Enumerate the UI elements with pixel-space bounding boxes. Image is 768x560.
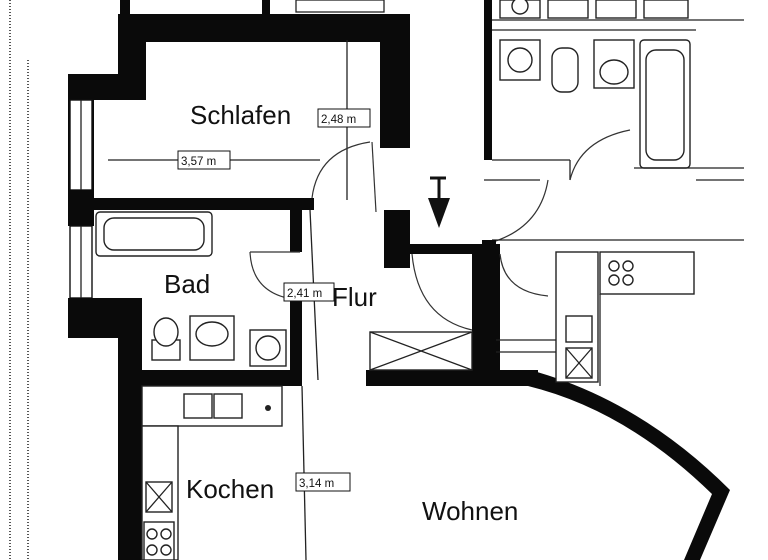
room-wohnen: Wohnen — [422, 496, 518, 526]
dimension-schlafen-width: 2,48 m — [321, 114, 356, 126]
room-label-schlafen: Schlafen — [190, 100, 291, 130]
wardrobe — [369, 331, 473, 371]
entrance-door — [411, 253, 473, 331]
room-label-wohnen: Wohnen — [422, 496, 518, 526]
toilet — [151, 317, 181, 361]
dimension-kochen-length: 3,14 m — [299, 478, 334, 490]
washing-machine — [249, 329, 287, 367]
kitchen-stove — [143, 521, 175, 560]
room-bad: Bad — [95, 211, 301, 367]
room-flur: 2,41 m Flur — [283, 176, 473, 381]
schlafen-door — [311, 141, 371, 199]
room-label-flur: Flur — [332, 282, 377, 312]
room-schlafen: Schlafen 2,48 m 3,57 m — [108, 40, 377, 213]
neighbor-unit — [482, 0, 744, 386]
kitchen-appliance — [145, 481, 173, 513]
dimension-schlafen-length: 3,57 m — [181, 156, 216, 168]
dimension-flur-width: 2,41 m — [287, 288, 322, 300]
room-label-kochen: Kochen — [186, 474, 274, 504]
upper-unit-fragment — [120, 0, 385, 14]
neighbor-kitchen — [555, 251, 695, 383]
kitchen-sink — [183, 393, 271, 419]
room-label-bad: Bad — [164, 269, 210, 299]
room-kochen: Kochen 3,14 m — [141, 385, 351, 560]
neighbor-bathroom-fixtures — [499, 39, 691, 169]
exterior-walls — [68, 14, 730, 560]
bathroom-sink — [189, 315, 235, 361]
entrance-arrow-icon — [428, 176, 450, 228]
